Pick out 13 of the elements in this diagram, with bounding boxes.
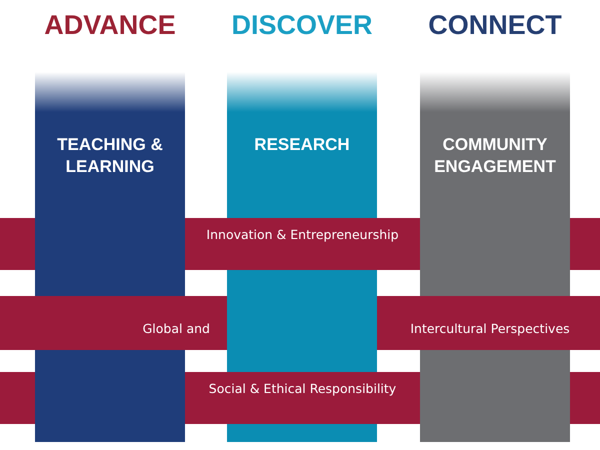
ribbon-band [0, 296, 600, 350]
column-heading: ADVANCE [43, 10, 177, 41]
column-heading: CONNECT [427, 10, 563, 41]
ribbon-band [0, 372, 600, 424]
column-title: TEACHING & LEARNING [56, 134, 164, 178]
ribbon-text: Innovation & Entrepreneurship [205, 226, 400, 244]
column-title: COMMUNITY ENGAGEMENT [433, 134, 557, 178]
ribbon-text: Social & Ethical Responsibility [208, 380, 398, 398]
ribbon-text: Intercultural Perspectives [409, 320, 571, 338]
ribbon-text: Global and [142, 320, 210, 338]
ribbon-band [0, 218, 600, 270]
column-title: RESEARCH [253, 134, 351, 156]
column-heading: DISCOVER [230, 10, 374, 41]
